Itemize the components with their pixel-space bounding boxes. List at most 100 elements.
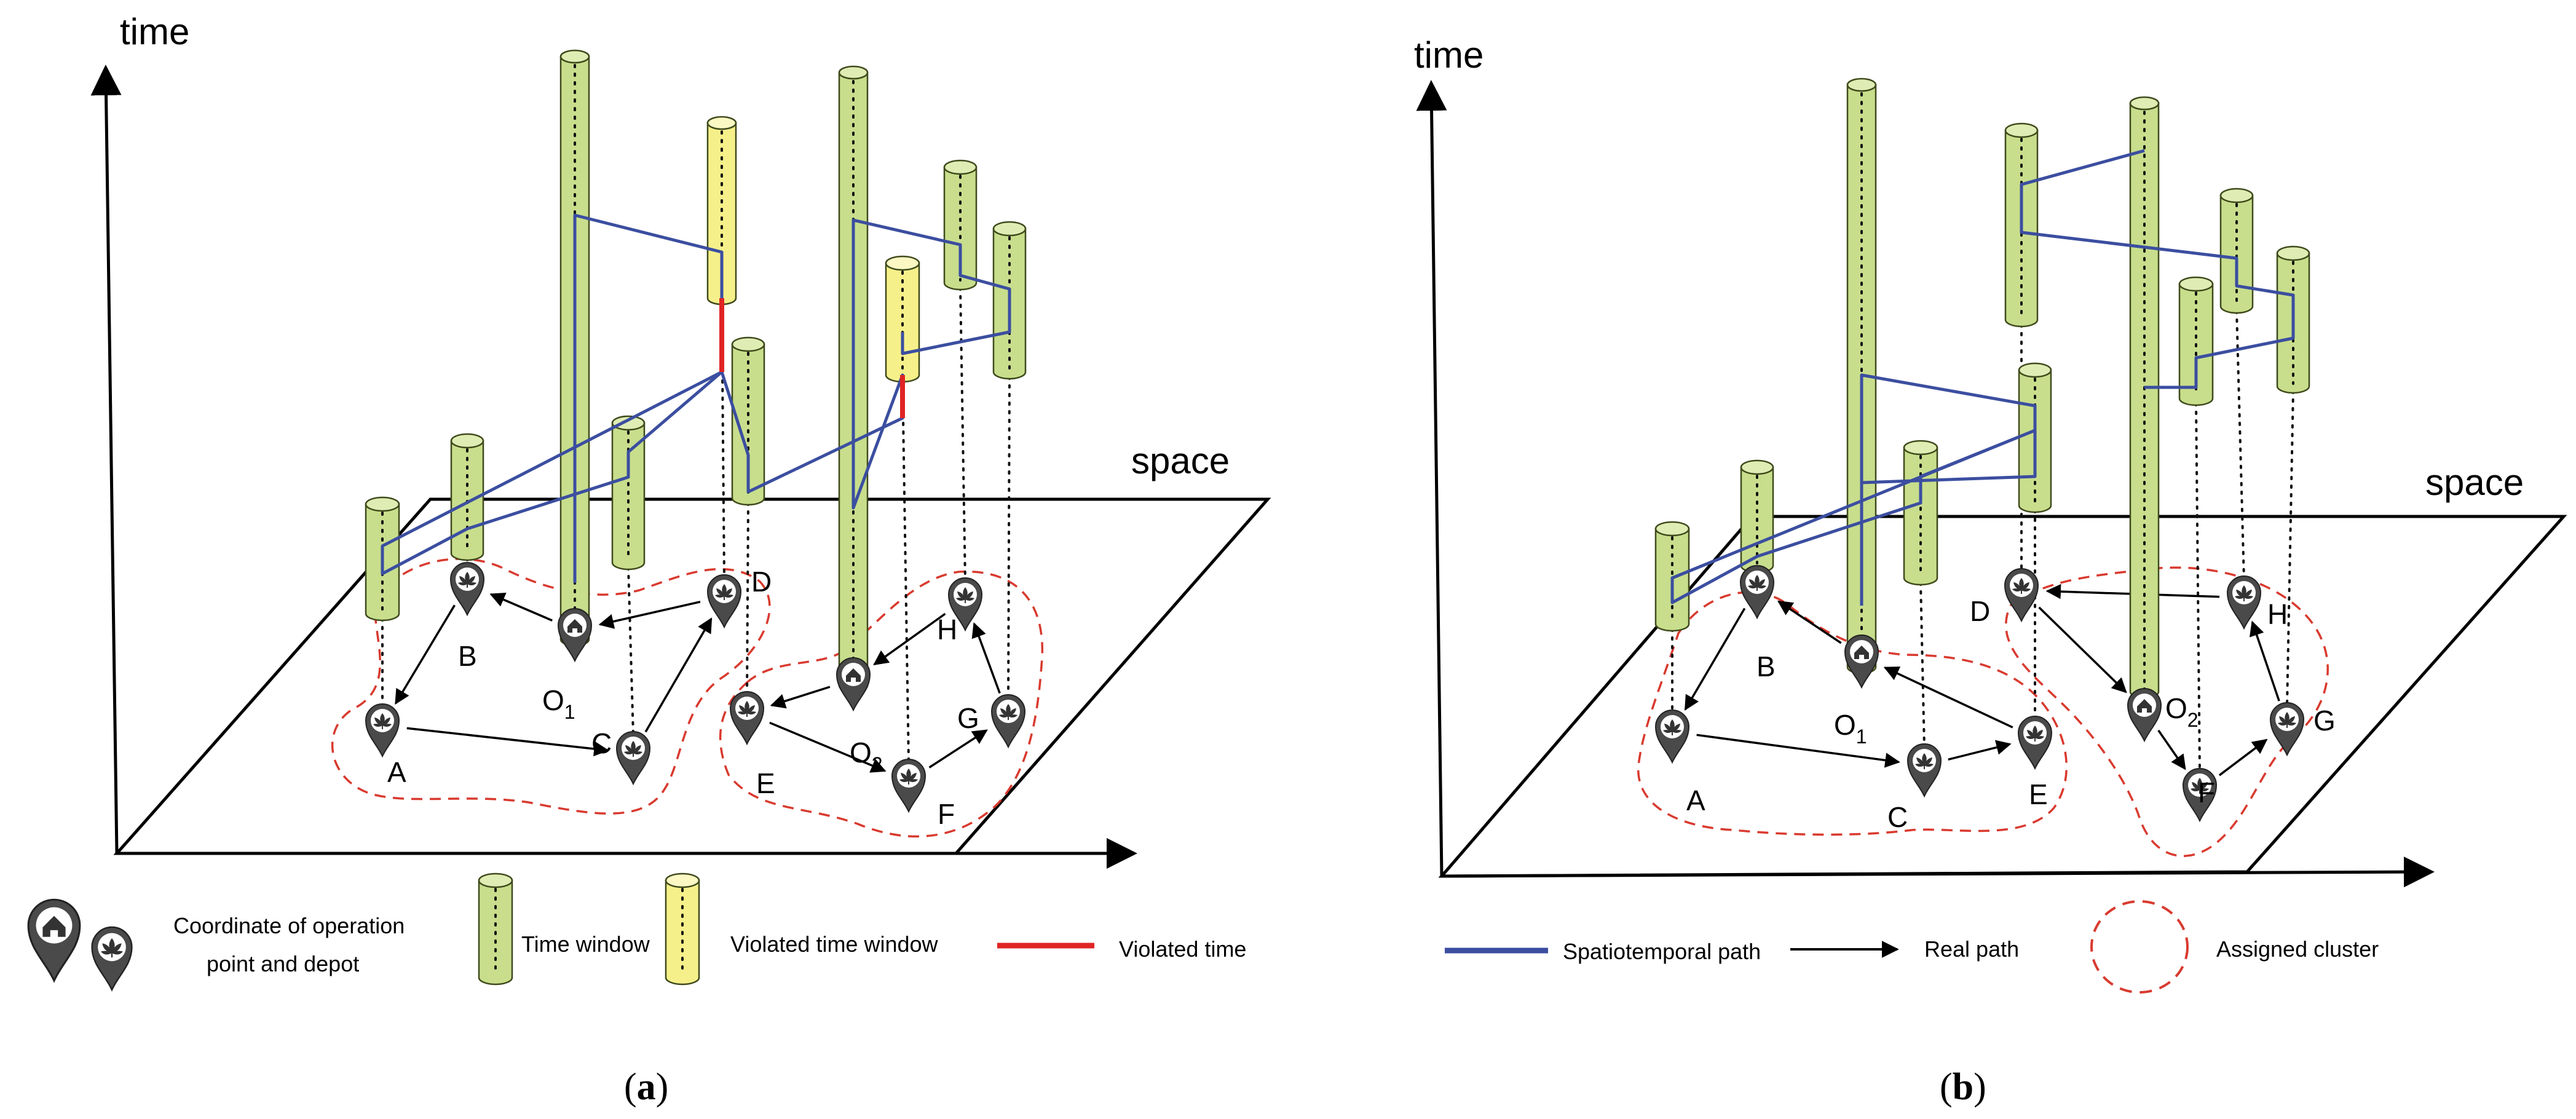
node-pin-h (2226, 575, 2262, 630)
node-label-b: B (458, 640, 477, 672)
space-plane (1438, 515, 2567, 878)
projection-line-c (1919, 582, 1926, 748)
node-label-g: G (2313, 705, 2336, 737)
time-window-c (611, 415, 646, 571)
node-pin-c (1906, 743, 1942, 798)
leaf-icon (101, 938, 123, 958)
node-label-b: B (1756, 650, 1776, 682)
leaf-icon (1663, 719, 1681, 735)
space-axis-label: space (1131, 440, 1230, 481)
time-window-b (450, 433, 484, 561)
projection-line-c (627, 566, 634, 736)
legend-real-path: Real path (1924, 936, 2019, 962)
real-path-arrow-e-o1 (1883, 666, 2013, 729)
real-path-arrows (395, 592, 1001, 773)
leaf-icon (999, 704, 1017, 720)
node-label-e: E (756, 767, 775, 799)
legend-spatiotemporal-path: Spatiotemporal path (1563, 939, 1761, 964)
node-pin-o1 (557, 608, 593, 663)
node-pin-e (2017, 716, 2053, 770)
space-plane (113, 497, 1271, 855)
time-window-f (2178, 276, 2214, 406)
projection-line-g (1007, 376, 1011, 699)
legend-time-window-swatch (478, 872, 513, 986)
real-path-arrow-o1-b (489, 592, 553, 622)
leaf-icon (2278, 712, 2296, 728)
caption-b: (b) (1940, 1066, 1986, 1108)
spatiotemporal-path (381, 213, 1011, 583)
projection-line-h (2235, 310, 2245, 580)
legend-coordinate-line1: Coordinate of operation (173, 913, 405, 938)
legend-time-window: Time window (521, 931, 650, 957)
leaf-icon (738, 701, 756, 717)
spatiotemporal-path-line (1670, 373, 2037, 606)
cluster-outline-1 (1637, 591, 2068, 836)
home-icon (1854, 646, 1869, 659)
node-pin-b (1739, 565, 1775, 620)
projection-line-f (2195, 402, 2201, 773)
real-path-arrow-d-o2 (2038, 606, 2127, 694)
node-pin-a (1654, 710, 1690, 764)
time-window-group (365, 49, 1027, 693)
real-path-arrow-a-c (406, 727, 609, 757)
node-label-o2: O2 (850, 737, 883, 775)
real-path-arrow-o2-f (2157, 729, 2186, 770)
home-icon (2137, 699, 2152, 713)
node-pin-g (2269, 702, 2305, 757)
node-label-o1: O1 (542, 684, 575, 723)
node-label-a: A (1686, 785, 1705, 817)
node-pin-e (729, 691, 765, 746)
node-pin-c (615, 731, 651, 786)
leaf-icon (956, 587, 974, 603)
node-label-c: C (591, 727, 612, 759)
leaf-icon (373, 713, 392, 729)
time-window-c (1903, 440, 1938, 586)
real-path-arrows (1684, 583, 2280, 777)
home-icon (42, 915, 66, 937)
real-path-arrow-e-f (769, 721, 887, 773)
node-pin-f (891, 759, 926, 813)
real-path-arrow-c-d (644, 617, 713, 733)
node-pin-b (449, 562, 485, 617)
leaf-icon (899, 769, 918, 785)
node-label-o1: O1 (1834, 709, 1867, 748)
leaf-icon (2191, 778, 2209, 794)
projection-line-e (746, 502, 749, 696)
time-axis (90, 65, 122, 854)
home-icon (567, 619, 582, 633)
node-label-h: H (937, 614, 957, 646)
cluster-group (1637, 566, 2329, 857)
legend-coordinate-line2: point and depot (207, 951, 359, 976)
node-label-f: F (938, 798, 955, 830)
real-path-arrow-d-o1 (598, 601, 701, 629)
leaf-icon (1748, 575, 1766, 591)
real-path-arrow-o2-e (770, 686, 831, 709)
real-path-arrow-a-c (1696, 733, 1900, 768)
legend-time-window-cylinder (478, 872, 513, 986)
real-path-arrow-f-g (2218, 738, 2268, 777)
leaf-icon (1915, 753, 1934, 769)
real-path-arrow-h-o2 (873, 612, 946, 666)
legend-b: Spatiotemporal path Real path Assigned c… (1445, 900, 2379, 994)
node-pin-d (706, 574, 742, 629)
leaf-icon (2012, 578, 2031, 594)
real-path-arrow-g-h (2250, 620, 2280, 702)
time-axis-label: time (120, 11, 189, 52)
time-window-o2 (2129, 96, 2160, 699)
real-path-arrow-b-a (395, 604, 456, 705)
real-path-arrow-o1-b (1777, 600, 1842, 644)
legend-cluster-swatch (2090, 900, 2189, 994)
node-label-g: G (957, 702, 979, 734)
node-label-f: F (2198, 777, 2215, 809)
spatiotemporal-path (1670, 149, 2295, 606)
legend-violated-window-swatch (665, 872, 700, 986)
node-pin-a (365, 703, 400, 758)
cluster-group (331, 558, 1044, 838)
legend-pin-icons (27, 898, 133, 992)
legend-a: Coordinate of operation point and depot … (27, 872, 1246, 992)
node-label-e: E (2029, 778, 2048, 810)
